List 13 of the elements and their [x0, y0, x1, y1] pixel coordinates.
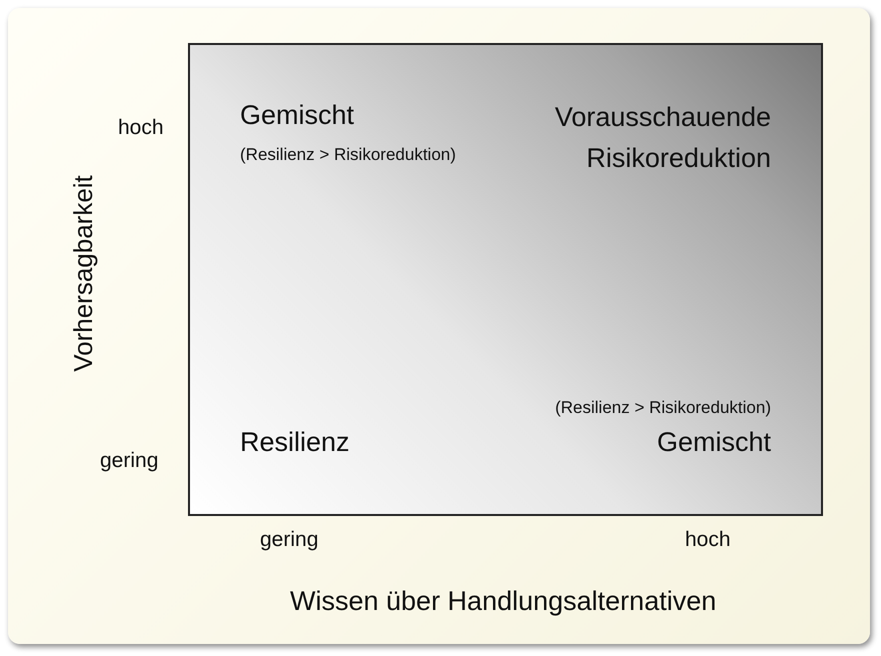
axis-title: Wissen über Handlungsalternativen: [290, 586, 716, 617]
axis-tick-label: gering: [260, 528, 318, 552]
axis-tick-label: hoch: [118, 116, 164, 140]
axis-tick-label: hoch: [685, 528, 731, 552]
quadrant-note: (Resilienz > Risikoreduktion): [240, 145, 456, 165]
quadrant-title: Resilienz: [240, 427, 350, 458]
axis-title: Vorhersagbarkeit: [67, 174, 98, 372]
quadrant-title: Gemischt: [240, 100, 354, 131]
matrix-box: [188, 43, 823, 516]
quadrant-title: Gemischt: [656, 427, 771, 458]
quadrant-title: Vorausschauende Risikoreduktion: [554, 101, 771, 174]
axis-tick-label: gering: [100, 449, 158, 473]
quadrant-note: (Resilienz > Risikoreduktion): [555, 398, 771, 418]
